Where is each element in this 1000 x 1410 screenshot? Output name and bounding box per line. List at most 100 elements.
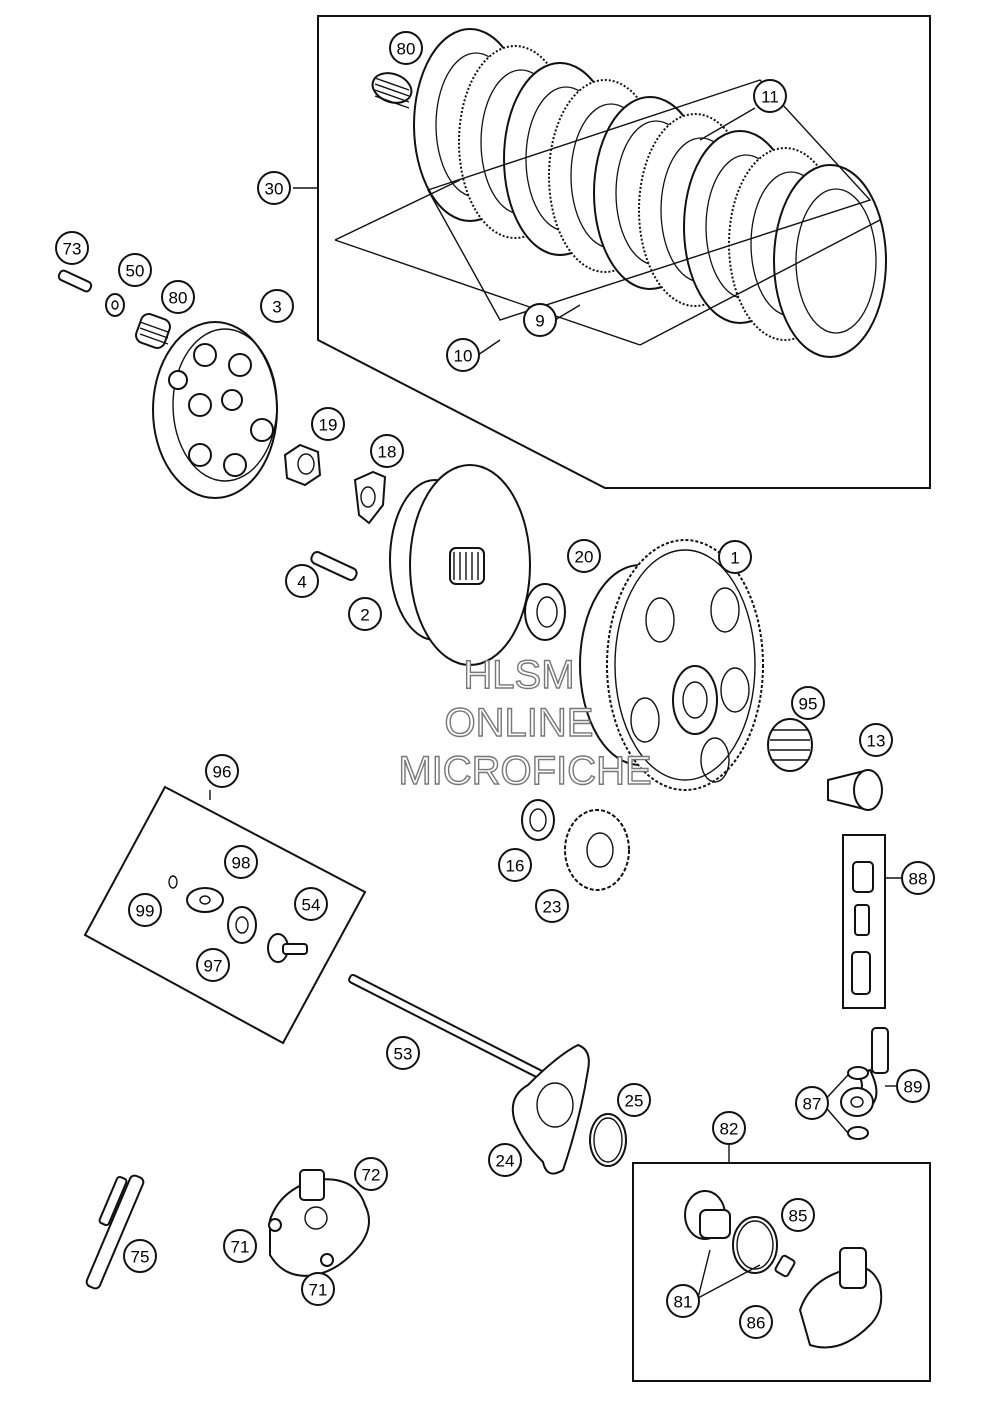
callout-number: 72 [362,1166,381,1185]
callout-circle [257,171,291,205]
callout-circle [718,540,752,574]
piston-81 [684,1190,731,1240]
clutch-bolt-73 [57,269,93,293]
callout-number: 19 [319,416,338,435]
callout-number: 85 [789,1207,808,1226]
primary-gear-23 [564,809,630,891]
callout-number: 95 [799,695,818,714]
callout-circle [223,1229,257,1263]
callout-number: 89 [904,1078,923,1097]
callout-c50: 50 [118,253,152,287]
callout-c53: 53 [386,1036,420,1070]
plate-guide-outline [426,79,872,321]
callout-circle [498,848,532,882]
callout-c95: 95 [791,686,825,720]
callout-number: 50 [126,262,145,281]
callout-number: 73 [63,240,82,259]
callout-circle [161,280,195,314]
callout-circle [348,597,382,631]
callout-number: 86 [747,1314,766,1333]
callout-c11: 11 [753,79,787,113]
callout-circle [666,1284,700,1318]
push-rod-53 [348,973,546,1081]
callout-number: 3 [272,298,281,317]
callout-circle [354,1157,388,1191]
callout-circle [386,1036,420,1070]
callout-c24: 24 [488,1143,522,1177]
bleeder-valve-88 [851,861,874,995]
watermark: HLSM ONLINE MICROFICHE [398,652,653,793]
inner-clutch-hub-2 [389,464,531,666]
callout-number: 20 [575,548,594,567]
callout-c98: 98 [224,845,258,879]
callout-circle [285,564,319,598]
callout-number: 16 [506,857,525,876]
callout-c87: 87 [795,1086,829,1120]
callout-number: 23 [543,898,562,917]
clutch-slave-cylinder [268,1169,370,1277]
callout-number: 25 [625,1092,644,1111]
callout-number: 53 [394,1045,413,1064]
washer-98 [186,887,224,913]
clutch-plate [773,164,887,358]
callout-circle [523,303,557,337]
watermark-line-1: HLSM [463,653,574,697]
plate-leader-lines [334,179,881,346]
spacer-16 [521,799,555,841]
spring-86 [774,1254,796,1278]
lock-washer-18 [353,470,387,525]
callout-c1: 1 [718,540,752,574]
callout-c81: 81 [666,1284,700,1318]
callout-circle [795,1086,829,1120]
callout-c10: 10 [446,338,480,372]
callout-circle [535,889,569,923]
gasket-24 [511,1043,590,1175]
callout-c71a: 71 [223,1229,257,1263]
needle-bearing-95 [767,718,813,772]
callout-circle [446,338,480,372]
clutch-plates-stack [334,28,887,358]
bleeder-valve-box [842,834,886,1009]
callout-circle [389,31,423,65]
thrust-washer-20 [524,583,566,641]
bearing-97 [227,906,257,944]
watermark-line-3: MICROFICHE [398,749,651,793]
clutch-plate-set-box [317,15,931,489]
callout-number: 80 [169,289,188,308]
callout-number: 71 [309,1281,328,1300]
callout-c99: 99 [128,893,162,927]
callout-number: 13 [867,732,886,751]
callout-c80a: 80 [389,31,423,65]
callout-circle [753,79,787,113]
callout-circle [901,861,935,895]
callout-circle [791,686,825,720]
callout-number: 1 [730,549,739,568]
callout-number: 80 [397,40,416,59]
callout-circle [196,948,230,982]
callout-number: 2 [360,606,369,625]
outer-clutch-basket-1 [579,539,764,791]
callout-circle [311,407,345,441]
callout-circle [896,1069,930,1103]
callout-81-leaders [697,1249,761,1299]
callout-c88: 88 [901,861,935,895]
callout-c72: 72 [354,1157,388,1191]
callout-number: 97 [204,957,223,976]
callout-c18: 18 [370,434,404,468]
nut-19 [283,443,322,487]
pressure-piece-54 [267,933,308,963]
callout-number: 87 [803,1095,822,1114]
copper-washer-87-bottom [847,1126,869,1140]
callout-circle [118,253,152,287]
callout-circle [301,1272,335,1306]
callout-circle [712,1111,746,1145]
callout-circle [488,1143,522,1177]
callout-number: 82 [720,1120,739,1139]
callout-c20: 20 [567,539,601,573]
pin-4 [310,551,358,581]
callout-circle [128,893,162,927]
callout-circle [617,1083,651,1117]
callout-number: 11 [761,88,779,107]
